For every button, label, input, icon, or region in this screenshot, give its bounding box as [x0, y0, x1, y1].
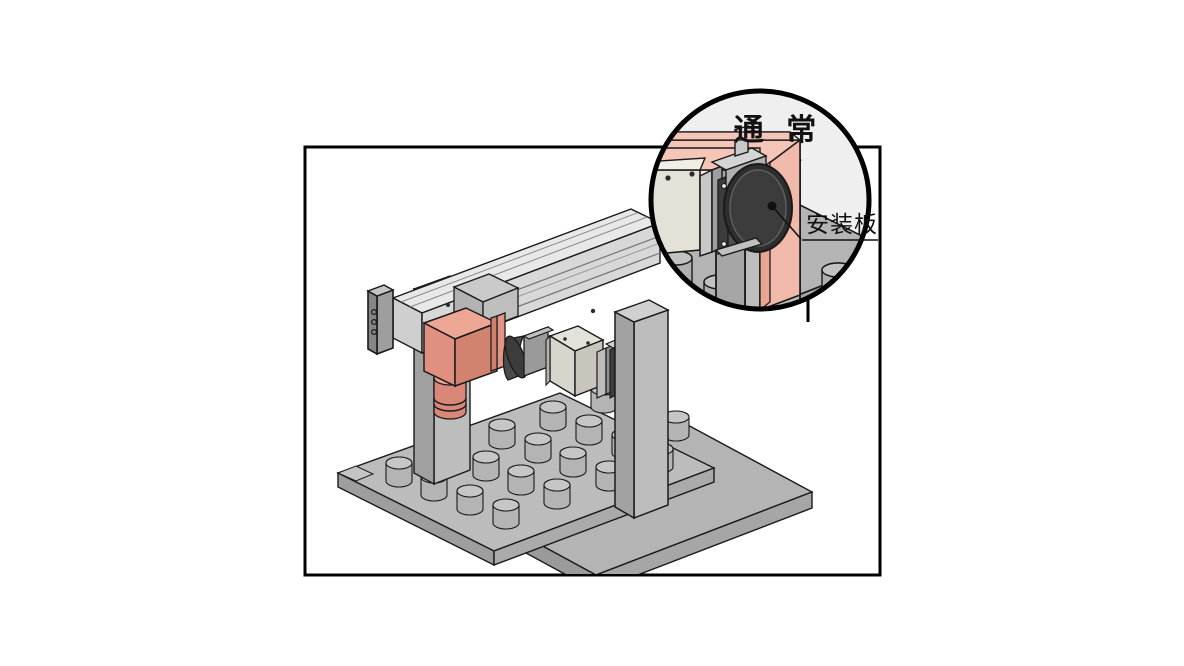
scene-contents	[336, 208, 814, 574]
callout-border	[648, 88, 872, 312]
mag-rail-stub	[651, 131, 791, 141]
mounting-plate-leader	[771, 205, 802, 240]
mag-stepper-motor	[699, 125, 793, 258]
gearbox	[545, 325, 605, 398]
mid-dark-module	[502, 326, 555, 381]
mounting-plate-label: 安装板	[806, 212, 878, 238]
right-support-post	[613, 299, 670, 520]
callout-title: 通 常	[734, 113, 822, 148]
